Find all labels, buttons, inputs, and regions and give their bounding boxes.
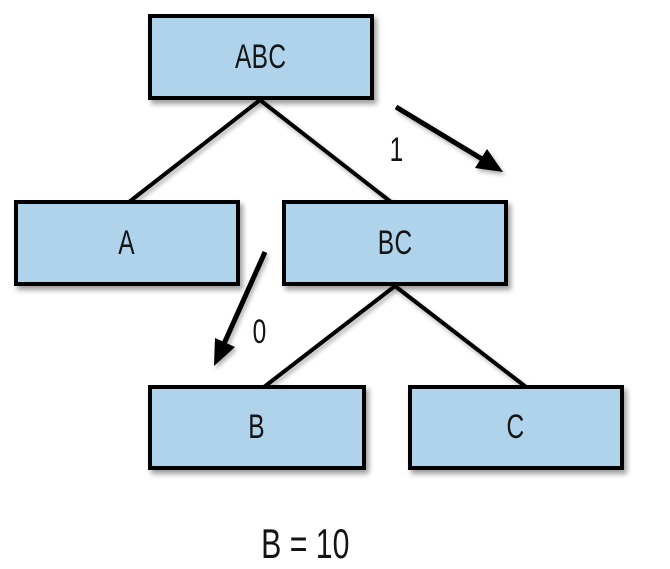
tree-node-c-label: C <box>506 408 526 446</box>
edge-abc-to-a <box>127 98 262 204</box>
bit-zero-label: 0 <box>252 312 266 351</box>
tree-node-b: B <box>148 385 366 470</box>
bit-one-label: 1 <box>389 130 403 169</box>
bit-zero-arrow-shaft <box>220 250 268 348</box>
tree-node-a-label: A <box>118 223 136 262</box>
tree-node-a: A <box>14 200 240 286</box>
code-caption: B = 10 <box>260 520 350 567</box>
edge-bc-to-b <box>262 284 397 389</box>
tree-node-bc: BC <box>282 200 508 286</box>
tree-node-c: C <box>408 385 624 470</box>
tree-node-b-label: B <box>248 408 266 446</box>
tree-node-abc-label: ABC <box>235 37 287 76</box>
bit-zero-arrow-head <box>214 338 235 366</box>
edge-bc-to-c <box>393 284 528 389</box>
bit-one-arrow-shaft <box>394 104 484 162</box>
tree-node-abc: ABC <box>148 14 374 100</box>
bit-one-arrow-head <box>475 149 503 172</box>
tree-node-bc-label: BC <box>377 223 413 262</box>
edge-abc-to-bc <box>258 98 393 204</box>
